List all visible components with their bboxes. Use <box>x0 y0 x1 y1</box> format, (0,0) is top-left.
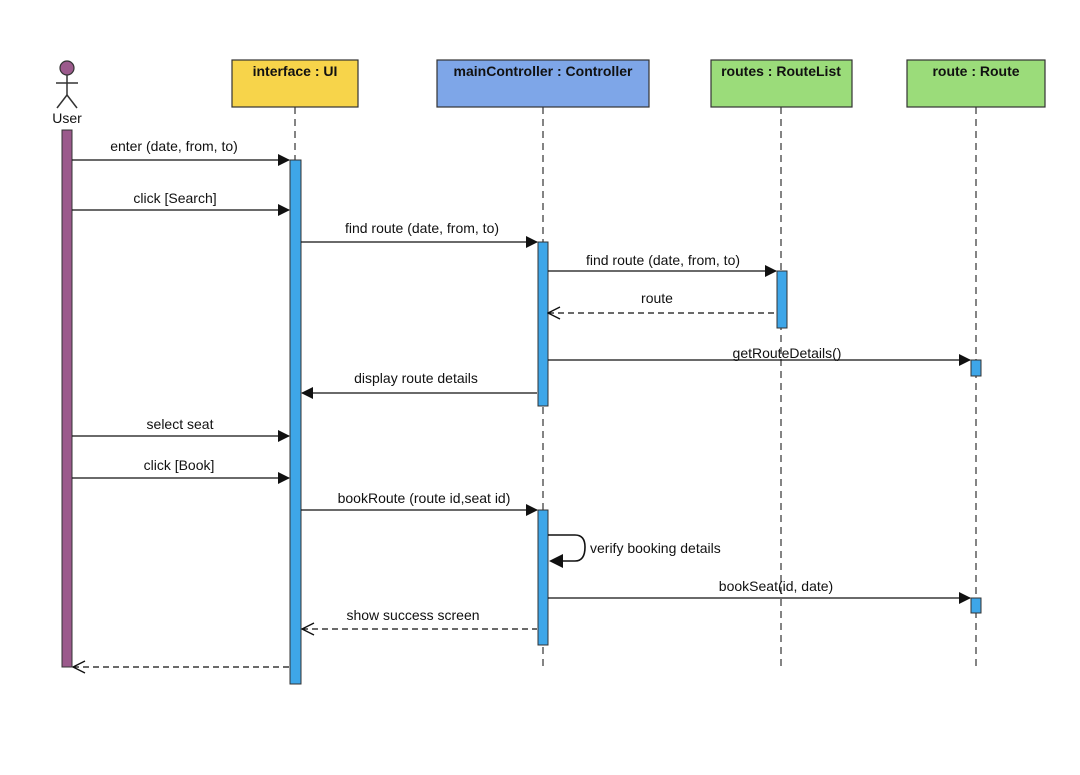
message-route-return: route <box>548 290 777 313</box>
message-enter-label: enter (date, from, to) <box>110 138 238 154</box>
activation-ctrl-1 <box>537 241 549 407</box>
message-display-route-details: display route details <box>301 370 537 399</box>
message-find-route-2: find route (date, from, to) <box>548 252 777 277</box>
message-find-route-1-label: find route (date, from, to) <box>345 220 499 236</box>
lifeline-route: route : Route <box>906 59 1046 668</box>
message-route-return-label: route <box>641 290 673 306</box>
message-get-route-details: getRouteDetails() <box>548 345 971 366</box>
actor-leg-right <box>66 94 78 109</box>
message-click-book-label: click [Book] <box>144 457 215 473</box>
lifeline-ctrl-label: mainController : Controller <box>454 63 633 79</box>
lifeline-routelist-box <box>710 59 853 108</box>
message-book-route: bookRoute (route id,seat id) <box>301 490 538 516</box>
activation-routelist <box>776 270 788 329</box>
actor-activation <box>61 129 73 668</box>
message-display-route-details-label: display route details <box>354 370 478 386</box>
actor-head-icon <box>59 60 75 76</box>
message-book-seat: bookSeat(id, date) <box>548 578 971 604</box>
message-verify-booking-label: verify booking details <box>590 540 721 556</box>
activation-ui <box>289 159 302 685</box>
actor-leg-left <box>56 94 68 109</box>
message-find-route-2-label: find route (date, from, to) <box>586 252 740 268</box>
lifeline-routelist-label: routes : RouteList <box>721 63 841 79</box>
message-select-seat: select seat <box>72 416 290 442</box>
lifeline-routelist: routes : RouteList <box>710 59 853 668</box>
message-select-seat-label: select seat <box>147 416 214 432</box>
message-verify-booking: verify booking details <box>548 534 721 568</box>
lifeline-ctrl: mainController : Controller <box>436 59 650 668</box>
message-click-search-label: click [Search] <box>133 190 216 206</box>
lifeline-route-label: route : Route <box>932 63 1019 79</box>
lifeline-ui-box <box>231 59 359 108</box>
message-enter: enter (date, from, to) <box>72 138 290 166</box>
message-get-route-details-label: getRouteDetails() <box>733 345 842 361</box>
activation-route-2 <box>970 597 982 614</box>
message-book-route-label: bookRoute (route id,seat id) <box>338 490 511 506</box>
message-click-book: click [Book] <box>72 457 290 484</box>
message-show-success: show success screen <box>302 607 537 629</box>
message-show-success-label: show success screen <box>346 607 479 623</box>
lifeline-ui-label: interface : UI <box>253 63 338 79</box>
actor-user: User <box>52 60 82 126</box>
message-find-route-1: find route (date, from, to) <box>301 220 538 248</box>
lifeline-route-box <box>906 59 1046 108</box>
activation-ctrl-2 <box>537 509 549 646</box>
message-book-seat-label: bookSeat(id, date) <box>719 578 833 594</box>
lifeline-ctrl-box <box>436 59 650 108</box>
actor-label: User <box>52 110 82 126</box>
message-click-search: click [Search] <box>72 190 290 216</box>
activation-route-1 <box>970 359 982 377</box>
